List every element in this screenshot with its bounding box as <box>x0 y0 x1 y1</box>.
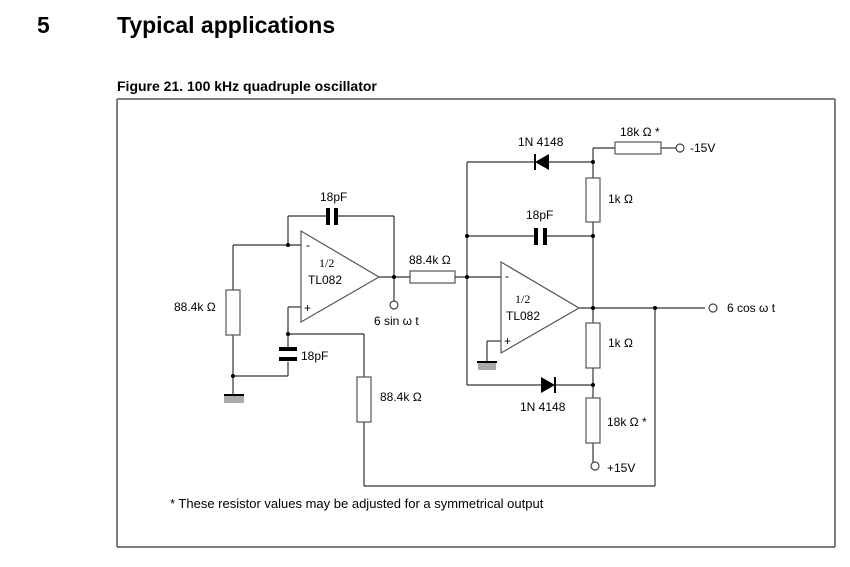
capacitor-feedback1-plate-b <box>334 208 338 225</box>
ground1-icon <box>224 396 244 403</box>
opamp2-label-half: 1/2 <box>515 292 530 306</box>
resistor-loop-label: 88.4k Ω <box>380 390 422 404</box>
opamp2-plus: + <box>504 334 511 348</box>
capacitor-feedback1-label: 18pF <box>320 190 347 204</box>
opamp1-label-part: TL082 <box>308 273 342 287</box>
section-title: Typical applications <box>117 12 336 38</box>
resistor-loop <box>356 376 372 423</box>
neg-supply-terminal <box>675 143 685 153</box>
diode-top-icon <box>535 154 549 170</box>
resistor-top-18k <box>614 141 662 155</box>
capacitor-feedback2-plate-a <box>534 228 538 245</box>
resistor-bottom-1k <box>585 322 601 369</box>
opamp2-triangle <box>500 260 581 355</box>
diode-bottom-icon <box>541 377 555 393</box>
opamp2-wires <box>455 147 705 462</box>
resistor-bottom-18k-label: 18k Ω * <box>607 415 647 429</box>
sin-output-terminal <box>389 300 399 310</box>
resistor-top-1k-label: 1k Ω <box>608 192 633 206</box>
resistor-series <box>409 270 456 284</box>
resistor-bottom-18k <box>585 397 601 444</box>
resistor-series-label: 88.4k Ω <box>409 253 451 267</box>
sin-output-label: 6 sin ω t <box>374 314 419 328</box>
resistor-top-18k-label: 18k Ω * <box>620 125 660 139</box>
opamp2-minus: - <box>505 269 509 283</box>
resistor-top-1k <box>585 177 601 223</box>
pos-supply-label: +15V <box>607 461 635 475</box>
capacitor-ground1-plate-b <box>279 357 297 361</box>
diode-bottom-label: 1N 4148 <box>520 400 566 414</box>
cos-output-label: 6 cos ω t <box>727 301 776 315</box>
ground2-icon <box>478 363 496 370</box>
resistor-bottom-1k-label: 1k Ω <box>608 336 633 350</box>
capacitor-feedback2-plate-b <box>543 228 547 245</box>
opamp1-minus: - <box>306 238 310 252</box>
capacitor-ground1-label: 18pF <box>301 349 328 363</box>
opamp1-label-half: 1/2 <box>319 256 334 270</box>
figure-caption: Figure 21. 100 kHz quadruple oscillator <box>117 78 377 94</box>
opamp2-label-part: TL082 <box>506 309 540 323</box>
resistor-ground1 <box>225 289 241 336</box>
diode-top-label: 1N 4148 <box>518 135 564 149</box>
resistor-ground1-label: 88.4k Ω <box>174 300 216 314</box>
neg-supply-label: -15V <box>690 141 715 155</box>
figure-footnote: * These resistor values may be adjusted … <box>170 496 544 511</box>
pos-supply-terminal <box>590 461 600 471</box>
opamp1-plus: + <box>304 301 311 315</box>
opamp1-triangle <box>300 229 381 324</box>
cos-output-terminal <box>708 303 718 313</box>
junction-dots <box>231 160 657 387</box>
capacitor-feedback2-label: 18pF <box>526 208 553 222</box>
capacitor-ground1-plate-a <box>279 347 297 351</box>
section-number: 5 <box>37 12 50 38</box>
capacitor-feedback1-plate-a <box>326 208 330 225</box>
